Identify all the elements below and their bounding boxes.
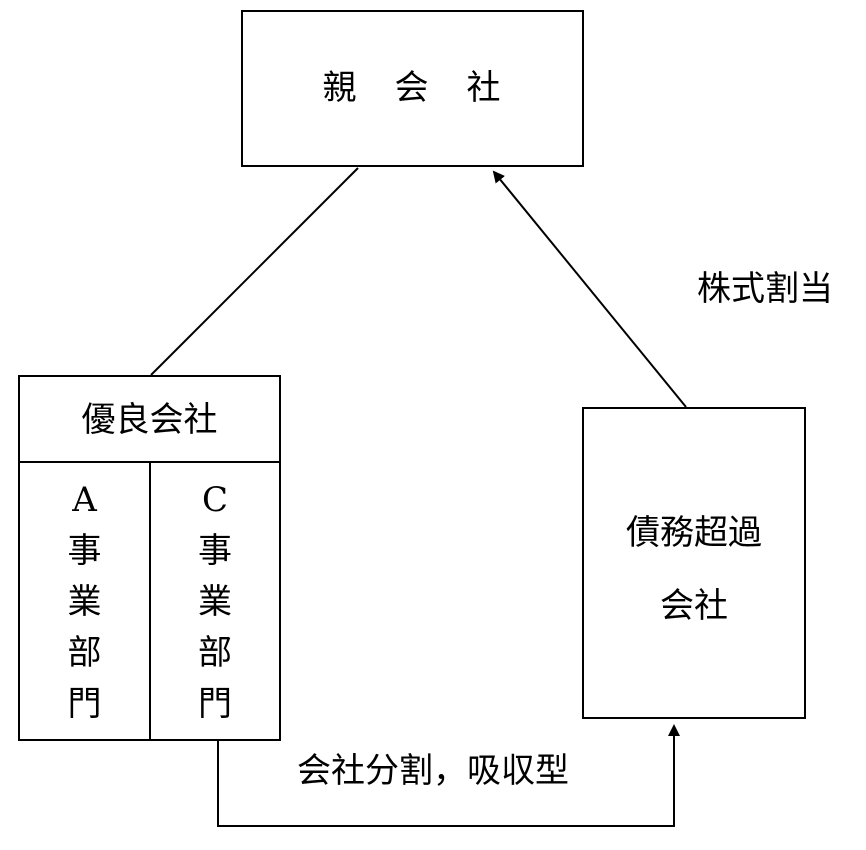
split-absorption-label: 会社分割，吸収型 [297, 751, 569, 791]
good-company-header: 優良会社 [20, 377, 279, 463]
division-divider [149, 463, 151, 739]
good-company-box: 優良会社 A 事 業 部 門 C 事 業 部 門 [18, 375, 281, 741]
share-allotment-label: 株式割当 [697, 269, 833, 309]
parent-company-box: 親 会 社 [241, 10, 584, 167]
division-c-label: C 事 業 部 門 [151, 483, 279, 738]
insolvent-company-label-line2: 会社 [660, 586, 728, 626]
division-a-char: 部 [67, 633, 102, 673]
division-c-char: 業 [198, 582, 232, 622]
split-absorption-arrow [217, 724, 680, 827]
division-c-char: C [201, 480, 228, 520]
insolvent-company-box: 債務超過 会社 [582, 407, 806, 719]
division-a-label: A 事 業 部 門 [20, 483, 149, 738]
division-a-char: 門 [67, 684, 102, 724]
division-a-char: A [72, 480, 97, 520]
division-c-char: 門 [198, 684, 232, 724]
division-a-char: 事 [67, 531, 102, 571]
division-a-char: 業 [67, 582, 102, 622]
good-company-label: 優良会社 [81, 400, 218, 440]
insolvent-company-label-line1: 債務超過 [626, 513, 762, 553]
share-allotment-arrow [492, 170, 687, 408]
good-to-parent-line [150, 167, 359, 376]
parent-company-label: 親 会 社 [322, 68, 503, 108]
division-c-char: 部 [198, 633, 232, 673]
division-c-char: 事 [198, 531, 232, 571]
